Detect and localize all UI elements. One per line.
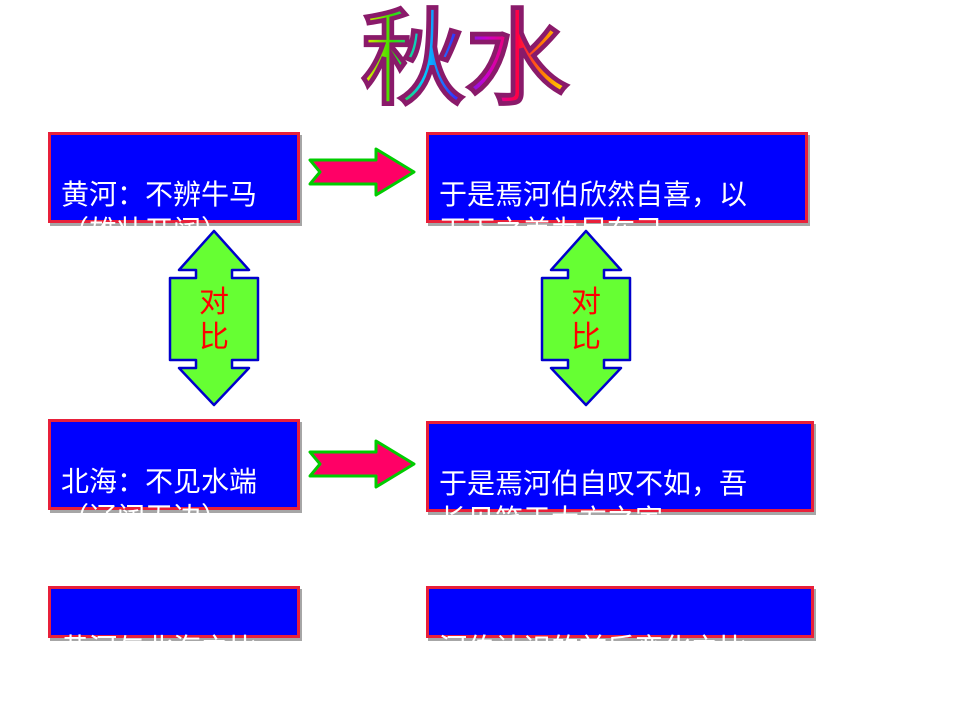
he-bo-humbled-text: 于是焉河伯自叹不如，吾 长见笑于大方之家: [439, 467, 748, 536]
page-title: 秋水: [360, 0, 571, 115]
contrast-label-top: 对: [571, 285, 601, 320]
he-bo-change-box: 河伯认识的前后变化之比: [426, 586, 814, 665]
he-bo-humbled-box: 于是焉河伯自叹不如，吾 长见笑于大方之家: [426, 421, 814, 536]
contrast-arrow-left: 对 比: [166, 228, 262, 408]
contrast-arrow-right: 对 比: [538, 228, 634, 408]
he-bo-pleased-text: 于是焉河伯欣然自喜，以 天下之美为尽在己: [439, 178, 748, 247]
comparison-river-sea-box: 黄河与北海之比: [48, 586, 300, 665]
north-sea-box: 北海：不见水端 （辽阔无边）: [48, 419, 300, 534]
he-bo-pleased-box: 于是焉河伯欣然自喜，以 天下之美为尽在己: [426, 132, 808, 247]
comparison-river-sea-text: 黄河与北海之比: [61, 632, 258, 665]
right-arrow-icon: [308, 147, 416, 197]
double-arrow-icon: [168, 229, 260, 407]
yellow-river-box: 黄河：不辨牛马 （雄壮开阔）: [48, 132, 300, 247]
north-sea-text: 北海：不见水端 （辽阔无边）: [61, 465, 258, 534]
he-bo-change-text: 河伯认识的前后变化之比: [439, 632, 748, 665]
title-text: 秋水: [361, 0, 570, 115]
right-arrow-icon: [308, 439, 416, 489]
contrast-label-bottom: 比: [571, 320, 601, 355]
double-arrow-icon: [540, 229, 632, 407]
yellow-river-text: 黄河：不辨牛马 （雄壮开阔）: [61, 178, 258, 247]
contrast-label-top: 对: [199, 285, 229, 320]
contrast-label-bottom: 比: [199, 320, 229, 355]
